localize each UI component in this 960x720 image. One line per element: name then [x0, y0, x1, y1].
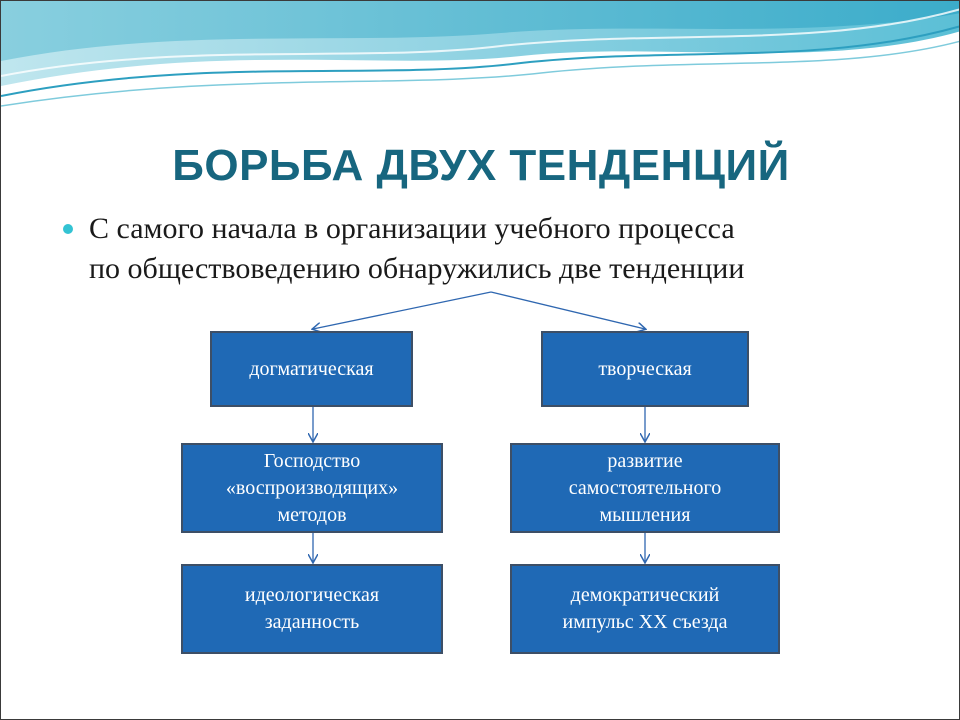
- box-dominance-line-3: методов: [277, 503, 347, 526]
- bullet-icon: [63, 224, 73, 234]
- box-dominance-line-2: «воспроизводящих»: [225, 476, 399, 499]
- box-dogmatic-label: догматическая: [249, 357, 374, 380]
- box-ideological: идеологическая заданность: [181, 564, 443, 654]
- box-ideological-line-2: заданность: [264, 611, 360, 633]
- box-creative: творческая: [541, 331, 749, 407]
- bullet-line-2: по обществоведению обнаружились две тенд…: [89, 252, 745, 285]
- box-ideological-line-1: идеологическая: [244, 584, 380, 606]
- box-thinking-line-1: развитие: [607, 449, 683, 472]
- box-dominance-methods: Господство «воспроизводящих» методов: [181, 443, 443, 533]
- box-independent-thinking: развитие самостоятельного мышления: [510, 443, 780, 533]
- connector-to-dogmatic: [313, 291, 492, 329]
- box-dogmatic: догматическая: [210, 331, 413, 407]
- box-thinking-line-3: мышления: [599, 503, 691, 526]
- box-democratic: демократический импульс XX съезда: [510, 564, 780, 654]
- bullet-text: С самого начала в организации учебного п…: [89, 209, 929, 289]
- box-democratic-line-1: демократический: [570, 584, 720, 606]
- slide-title: БОРЬБА ДВУХ ТЕНДЕНЦИЙ: [172, 141, 790, 190]
- decorative-waves: [1, 1, 959, 107]
- connector-to-creative: [490, 291, 645, 329]
- box-creative-label: творческая: [598, 357, 692, 380]
- bullet-line-1: С самого начала в организации учебного п…: [89, 212, 735, 245]
- box-thinking-line-2: самостоятельного: [568, 476, 722, 499]
- box-dominance-line-1: Господство: [263, 449, 361, 472]
- box-democratic-line-2: импульс XX съезда: [562, 611, 728, 633]
